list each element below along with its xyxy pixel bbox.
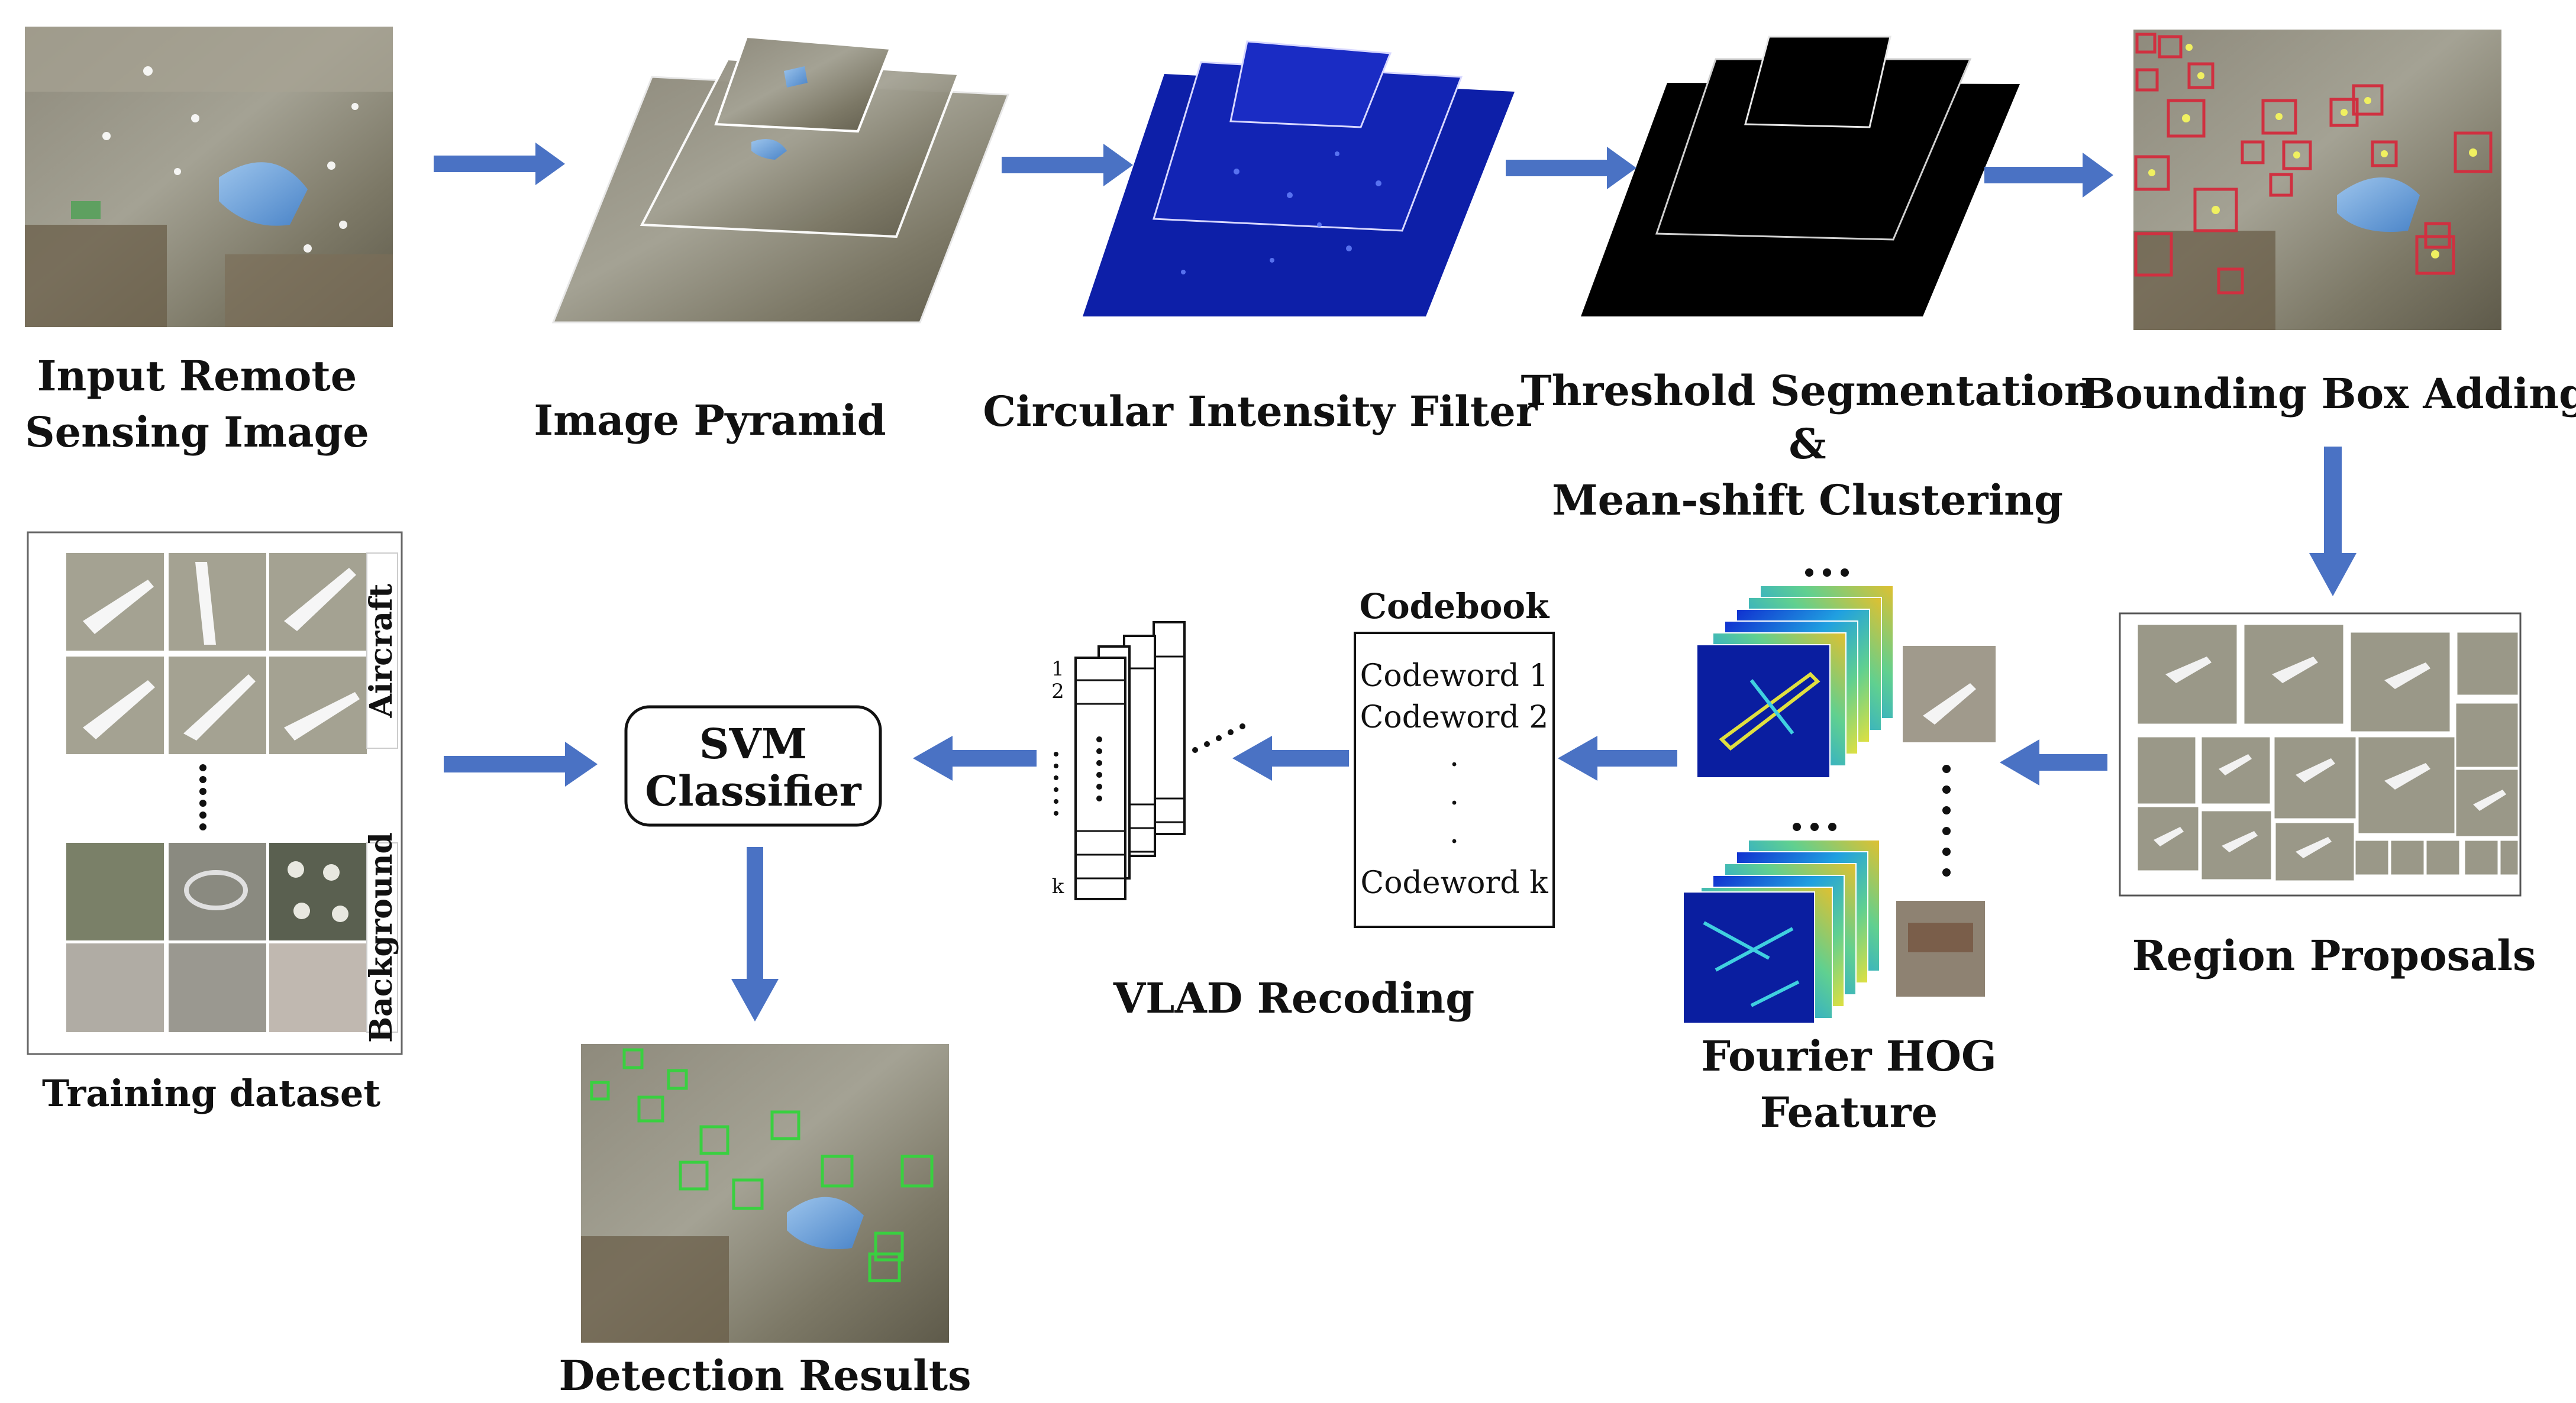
codebook-dot-1: . [1450, 738, 1460, 774]
aircraft-label: Aircraft [363, 584, 399, 719]
codebook-dot-3: . [1450, 815, 1460, 851]
vlad-dots [1054, 723, 1245, 816]
circular-intensity-filter-stack [1083, 40, 1515, 316]
input-label-line2: Sensing Image [25, 408, 369, 457]
detection-label: Detection Results [559, 1351, 971, 1400]
threshold-label-line3: Mean-shift Clustering [1552, 476, 2063, 525]
training-dataset-panel [27, 531, 403, 1055]
vlad-index-2: 2 [1051, 680, 1064, 703]
image-pyramid-stack [551, 35, 1010, 324]
vlad-index-k: k [1052, 875, 1064, 898]
vlad-label: VLAD Recoding [1113, 974, 1474, 1023]
codebook-title: Codebook [1360, 586, 1550, 626]
input-satellite-image [25, 27, 393, 327]
codeword-2: Codeword 2 [1360, 700, 1549, 735]
fourier-hog-feature-maps [1683, 568, 1996, 1024]
fourier-label-line2: Feature [1760, 1088, 1938, 1137]
fourier-label-line1: Fourier HOG [1701, 1032, 1997, 1081]
circular-filter-label: Circular Intensity Filter [983, 387, 1538, 436]
pyramid-label: Image Pyramid [534, 396, 886, 445]
vlad-vector-stack [1074, 621, 1186, 900]
threshold-segmentation-stack [1581, 35, 2020, 316]
detection-results-image [581, 1044, 949, 1343]
svm-classifier-box [624, 705, 882, 827]
bounding-box-image [2133, 30, 2501, 330]
bbox-label: Bounding Box Adding [2080, 369, 2576, 418]
region-proposals-label: Region Proposals [2132, 931, 2536, 980]
svm-label-line2: Classifier [645, 767, 862, 816]
threshold-label-line1: Threshold Segmentation [1521, 366, 2094, 415]
vlad-index-1: 1 [1051, 657, 1064, 681]
codebook-dot-2: . [1450, 777, 1460, 812]
codebook-box [1354, 632, 1555, 928]
threshold-label-line2: & [1789, 419, 1826, 468]
svm-label-line1: SVM [699, 719, 807, 768]
region-proposals-panel [2119, 612, 2522, 897]
codeword-1: Codeword 1 [1360, 658, 1549, 694]
codeword-k: Codeword k [1360, 865, 1548, 901]
training-label: Training dataset [42, 1072, 380, 1115]
background-label: Background [363, 832, 399, 1043]
flow-arrows [434, 143, 2357, 1021]
input-label-line1: Input Remote [37, 351, 357, 400]
